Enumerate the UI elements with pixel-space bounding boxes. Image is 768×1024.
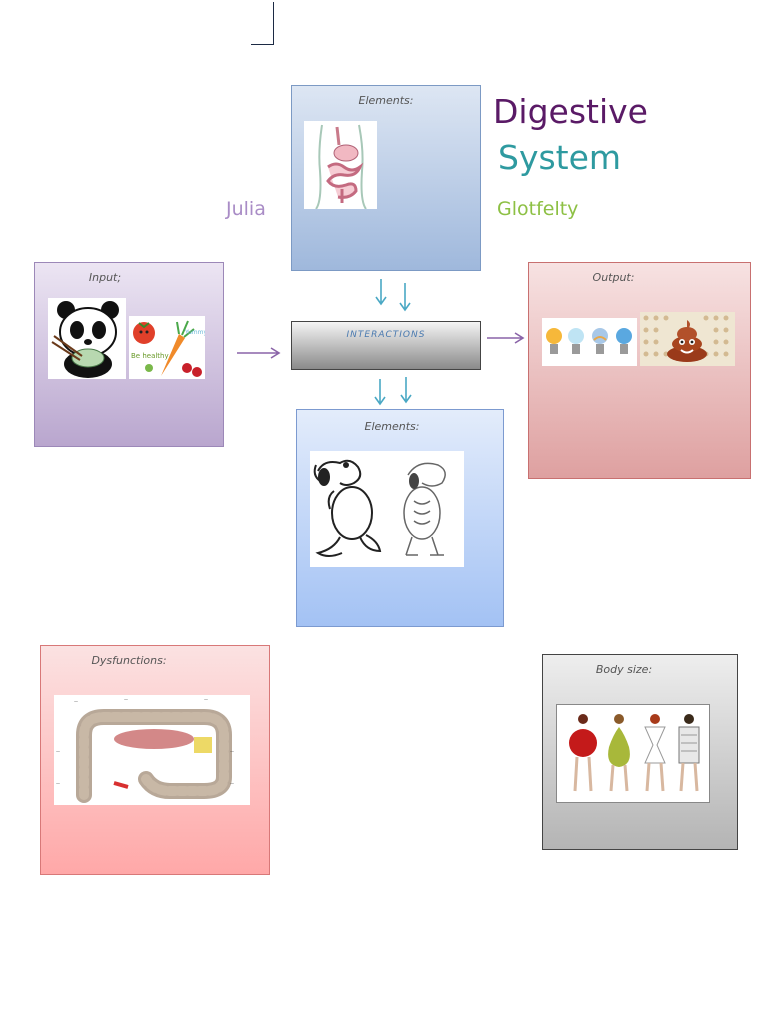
svg-text:—: —	[204, 697, 208, 702]
svg-text:—: —	[56, 749, 60, 754]
svg-text:—: —	[230, 749, 234, 754]
output-label: Output:	[592, 271, 635, 284]
svg-text:Yummy!: Yummy!	[184, 329, 205, 336]
author-last-name: Glotfelty	[497, 198, 579, 220]
arrow-down-icon	[373, 277, 413, 313]
title-digestive: Digestive	[493, 92, 648, 131]
arrow-down-icon	[372, 375, 414, 407]
body-size-box: Body size:	[542, 654, 738, 850]
panda-eating-image	[48, 298, 126, 379]
svg-text:Be healthy: Be healthy	[131, 352, 169, 360]
svg-text:—: —	[56, 781, 60, 786]
poop-emoji-image	[640, 312, 735, 366]
svg-text:—: —	[124, 697, 128, 702]
interactions-box: INTERACTIONS	[291, 321, 481, 370]
digestive-system-image	[304, 121, 377, 209]
input-box: Input; Be healthy Yummy!	[34, 262, 224, 447]
input-label: Input;	[88, 271, 122, 284]
dysfunctions-box: Dysfunctions: — — — — — — —	[40, 645, 270, 875]
dysfunctions-label: Dysfunctions:	[91, 654, 167, 667]
fruit-vegetables-image: Be healthy Yummy!	[129, 316, 205, 379]
elements-bottom-box: Elements:	[296, 409, 504, 627]
corner-mark	[251, 2, 274, 45]
elements-top-box: Elements:	[291, 85, 481, 271]
elements-bottom-label: Elements:	[364, 420, 420, 433]
interactions-label: INTERACTIONS	[346, 330, 426, 340]
arrow-right-icon	[236, 346, 282, 360]
body-shapes-image	[556, 704, 710, 803]
light-bulbs-image	[542, 318, 637, 366]
title-system: System	[498, 138, 622, 177]
output-box: Output:	[528, 262, 751, 479]
svg-text:—: —	[74, 699, 78, 704]
body-size-label: Body size:	[595, 663, 653, 676]
arrow-right-icon	[486, 331, 526, 345]
colon-anatomy-image: — — — — — — —	[54, 695, 250, 805]
snoopy-sketch-image	[310, 451, 464, 567]
svg-text:—: —	[230, 781, 234, 786]
author-first-name: Julia	[226, 198, 266, 220]
elements-top-label: Elements:	[358, 94, 414, 107]
